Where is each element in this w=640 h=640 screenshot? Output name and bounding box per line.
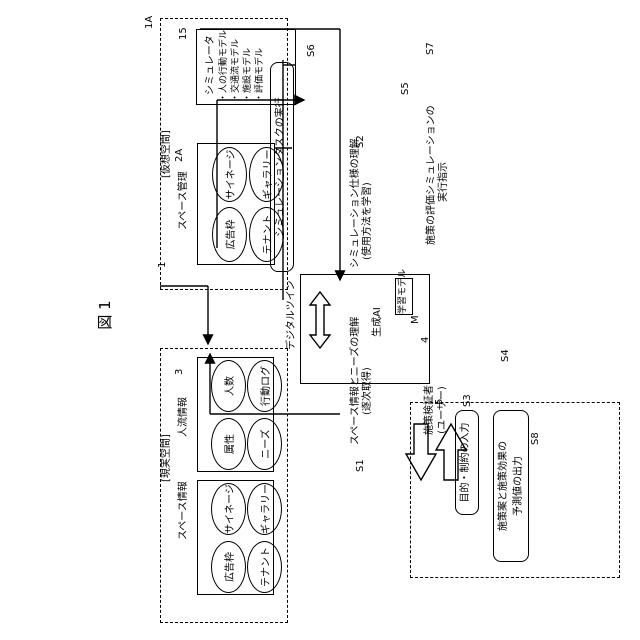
verifier-output-line1: 施策案と施策効果の xyxy=(496,411,511,561)
verifier-title-line2: (ユーザー) xyxy=(433,375,448,445)
people-flow-count: 人数 xyxy=(211,360,246,412)
simulator-ref: 15 xyxy=(178,27,189,40)
people-flow-ref: 3 xyxy=(174,369,185,375)
verifier-output-ref: S8 xyxy=(530,432,541,445)
flow-s4-ref: S4 xyxy=(500,349,511,362)
flow-s5-line2: 実行指示 xyxy=(434,162,449,202)
people-flow-attribute: 属性 xyxy=(211,418,246,470)
space-info-ad-slot: 広告枠 xyxy=(211,541,246,593)
verifier-output-box: 施策案と施策効果の 予測値の出力 xyxy=(493,410,529,562)
verifier-input-ref: S3 xyxy=(462,394,473,407)
people-flow-title: 人流情報 xyxy=(174,397,189,437)
space-info-tenant: テナント xyxy=(247,541,282,593)
sim-task-ref: S6 xyxy=(306,44,317,57)
virtual-space-label: [仮想空間] xyxy=(157,130,172,178)
simulator-title: シミュレータ xyxy=(201,35,216,95)
space-mgmt-title: スペース管理 xyxy=(174,171,189,230)
verifier-output-line2: 予測値の出力 xyxy=(511,411,526,561)
virtual-space-ref: 1A xyxy=(144,16,155,29)
flow-s1-ref: S1 xyxy=(355,459,366,472)
space-info-title: スペース情報 xyxy=(174,481,189,540)
sim-task-box: シミュレーションタスクの実行 xyxy=(270,62,294,272)
people-flow-action-log: 行動ログ xyxy=(247,360,282,412)
learning-model-box: 学習モデル xyxy=(395,278,413,315)
people-flow-needs: ニーズ xyxy=(247,418,282,470)
space-mgmt-signage: サイネージ xyxy=(212,147,247,202)
real-space-label: [現実空間] xyxy=(157,434,172,482)
digital-twin-label: デジタルツイン xyxy=(286,290,298,350)
space-info-signage: サイネージ xyxy=(211,483,246,535)
flow-s5-ref: S5 xyxy=(400,82,411,95)
figure-title: 図 1 xyxy=(94,290,115,340)
verifier-input-box: 目的・制約の入力 xyxy=(455,410,479,515)
simulator-model-evaluation: ・評価モデル xyxy=(252,48,265,102)
flow-s1-line2: (逐次取得) xyxy=(358,367,373,415)
space-info-gallery: ギャラリー xyxy=(247,483,282,535)
flow-s7-ref: S7 xyxy=(425,42,436,55)
space-mgmt-ad-slot: 広告枠 xyxy=(212,207,247,262)
learning-model-ref: M xyxy=(410,315,421,324)
space-mgmt-ref: 2A xyxy=(174,149,185,162)
flow-s2-line2: (使用方法を学習) xyxy=(358,182,373,260)
gen-ai-label: 生成AI xyxy=(368,294,383,350)
